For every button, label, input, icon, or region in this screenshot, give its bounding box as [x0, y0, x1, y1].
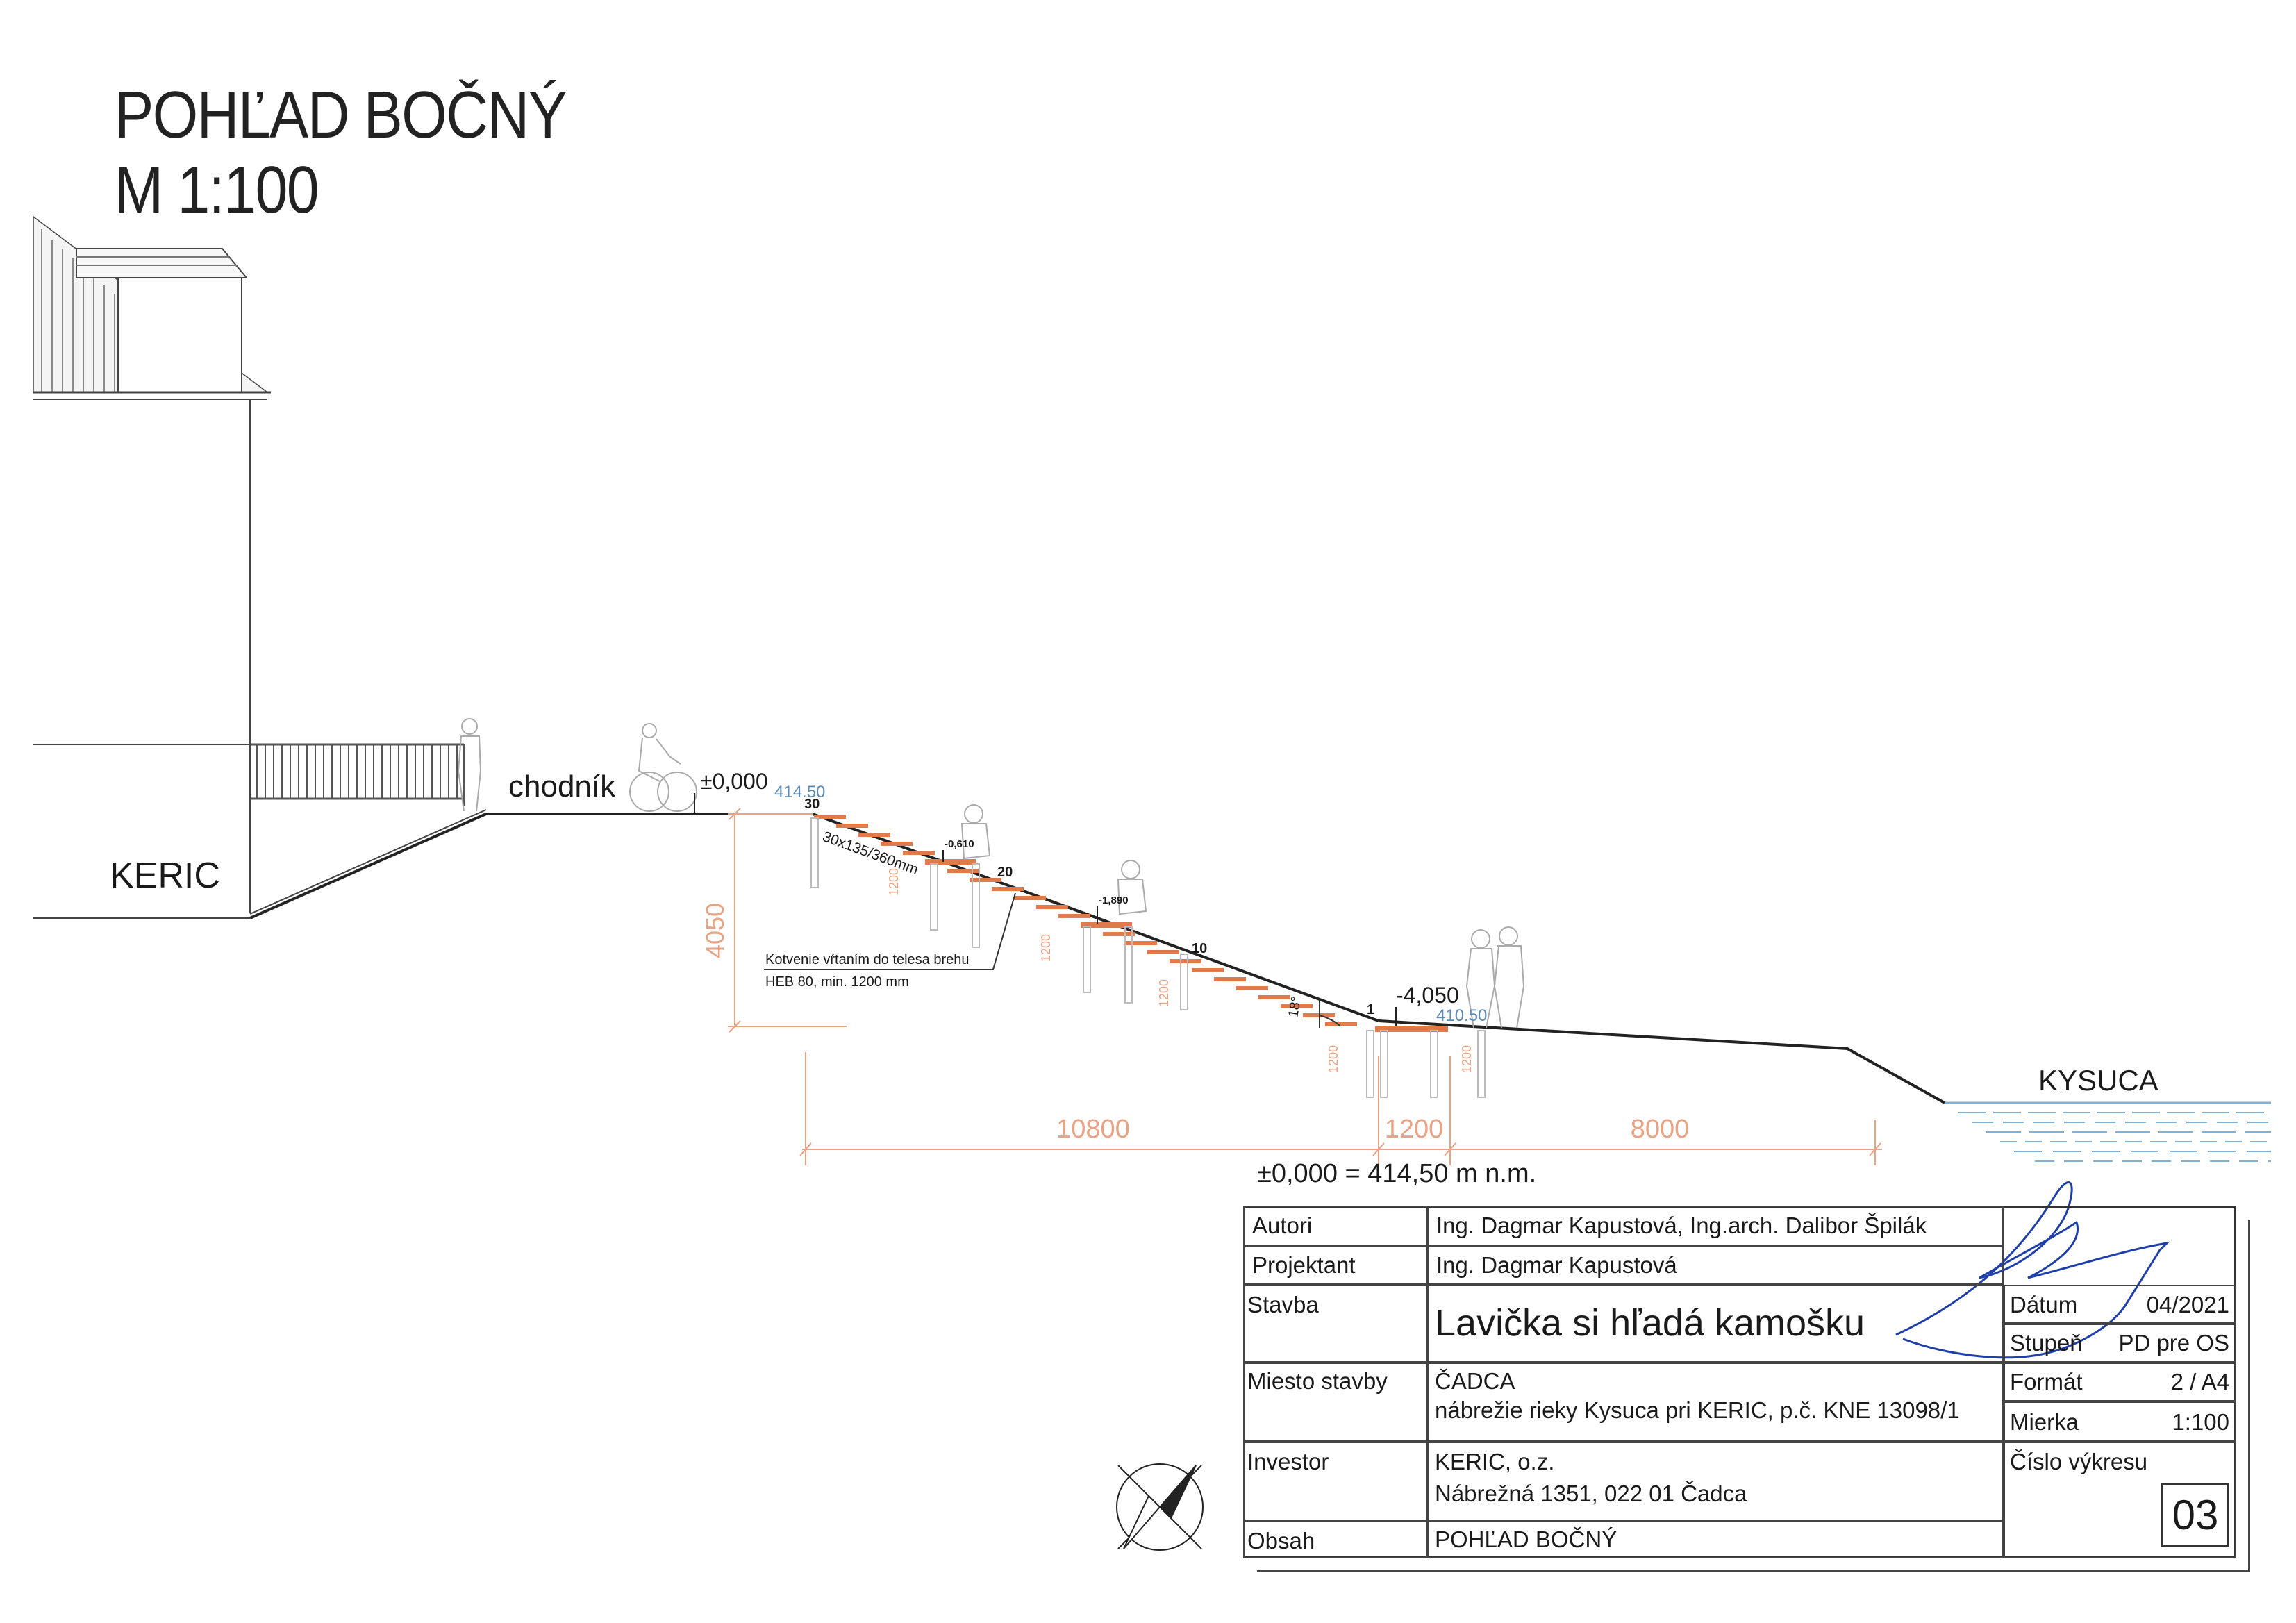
designer-value: Ing. Dagmar Kapustová	[1436, 1252, 1677, 1278]
step-number-1: 1	[1367, 1002, 1374, 1017]
meta-date-cell	[2004, 1285, 2236, 1324]
scale-label: Mierka	[2010, 1409, 2079, 1435]
railing	[251, 743, 465, 806]
level-top-absolute: 414.50	[774, 783, 825, 801]
row-authors-value-cell	[1427, 1206, 2004, 1246]
dimension-span-bank: 8000	[1631, 1115, 1690, 1144]
anchor-note-line2: HEB 80, min. 1200 mm	[765, 974, 909, 990]
level-bottom-absolute: 410.50	[1436, 1006, 1487, 1025]
row-content-value-cell	[1427, 1521, 2004, 1558]
level-top-relative: ±0,000	[700, 769, 768, 794]
row-authors-label-cell	[1243, 1206, 1427, 1246]
date-value: 04/2021	[2146, 1292, 2229, 1317]
row-project-value-cell	[1427, 1285, 2004, 1363]
content-value: POHĽAD BOČNÝ	[1435, 1526, 1617, 1552]
person-figures	[457, 718, 1525, 1029]
meta-format-cell	[2004, 1363, 2236, 1401]
investor-value: KERIC, o.z.	[1435, 1449, 1555, 1474]
level-bottom-relative: -4,050	[1396, 983, 1459, 1008]
pile-depth-4: 1200	[1326, 1045, 1340, 1073]
step-number-10: 10	[1192, 941, 1207, 956]
step-number-20: 20	[997, 865, 1013, 880]
person-figure-group	[1465, 926, 1525, 1029]
anchor-note-line1: Kotvenie vŕtaním do telesa brehu	[765, 952, 970, 967]
drawing-scale: M 1:100	[115, 153, 319, 227]
person-figure-railing	[457, 718, 482, 812]
datum-note: ±0,000 = 414,50 m n.m.	[1257, 1159, 1536, 1188]
dimension-span-platform: 1200	[1385, 1115, 1444, 1144]
project-value: Lavička si hľadá kamošku	[1435, 1302, 1865, 1344]
authors-value: Ing. Dagmar Kapustová, Ing.arch. Dalibor…	[1436, 1213, 1927, 1238]
pile-depth-1: 1200	[887, 868, 901, 896]
authors-label: Autori	[1252, 1213, 1313, 1238]
building-label: KERIC	[110, 856, 220, 896]
format-value: 2 / A4	[2170, 1369, 2229, 1395]
row-site-value-cell	[1427, 1363, 2004, 1442]
compass-icon	[1116, 1463, 1204, 1551]
site-label: Miesto stavby	[1247, 1368, 1388, 1394]
level-mid1-relative: -0,610	[945, 838, 974, 850]
pile-depth-5: 1200	[1460, 1045, 1474, 1073]
investor-label: Investor	[1247, 1449, 1329, 1474]
row-investor-value-cell	[1427, 1442, 2004, 1521]
sheet-number: 03	[2161, 1483, 2229, 1547]
angle-label: 18°	[1286, 995, 1304, 1019]
designer-label: Projektant	[1252, 1252, 1356, 1278]
ground-profile	[249, 809, 1945, 1104]
dimension-span-bench: 10800	[1056, 1115, 1130, 1144]
dimension-lines	[728, 808, 1882, 1165]
stage-value: PD pre OS	[2118, 1330, 2229, 1356]
river-water	[1945, 1101, 2271, 1162]
level-markers	[694, 793, 1397, 1026]
anchor-piles	[810, 817, 1486, 1098]
building-keric	[33, 215, 465, 919]
sheet-label: Číslo výkresu	[2010, 1449, 2148, 1474]
site-value: ČADCA	[1435, 1368, 1515, 1394]
scale-value: 1:100	[2172, 1409, 2229, 1435]
pile-depth-3: 1200	[1157, 979, 1171, 1007]
meta-scale-cell	[2004, 1401, 2236, 1442]
signature	[1895, 1181, 2170, 1359]
row-content-label-cell	[1243, 1521, 1427, 1558]
title-block-shadow	[1257, 1220, 2250, 1572]
meta-stage-cell	[2004, 1324, 2236, 1363]
angle-marker	[1319, 1000, 1341, 1028]
date-label: Dátum	[2010, 1292, 2078, 1317]
row-designer-label-cell	[1243, 1246, 1427, 1285]
meta-sheet-cell	[2004, 1442, 2236, 1558]
drawing-title: POHĽAD BOČNÝ	[115, 78, 567, 152]
row-investor-label-cell	[1243, 1442, 1427, 1521]
step-number-30: 30	[804, 797, 820, 812]
row-project-label-cell	[1243, 1285, 1427, 1363]
sidewalk-label: chodník	[508, 769, 616, 804]
row-designer-value-cell	[1427, 1246, 2004, 1285]
person-figure-cyclist	[629, 723, 697, 812]
stage-label: Stupeň	[2010, 1330, 2083, 1356]
dimension-height: 4050	[701, 903, 729, 958]
site-value-detail: nábrežie rieky Kysuca pri KERIC, p.č. KN…	[1435, 1397, 1960, 1423]
content-label: Obsah	[1247, 1528, 1315, 1554]
bench-steps	[814, 815, 1448, 1032]
river-label: KYSUCA	[2038, 1064, 2158, 1097]
investor-address: Nábrežná 1351, 022 01 Čadca	[1435, 1481, 1747, 1506]
row-site-label-cell	[1243, 1363, 1427, 1442]
anchor-leader	[764, 892, 1016, 970]
format-label: Formát	[2010, 1369, 2083, 1395]
drawing-title-block: POHĽAD BOČNÝ M 1:100	[115, 78, 628, 228]
pile-depth-2: 1200	[1039, 934, 1053, 962]
person-figure-sitting-mid	[1117, 860, 1147, 915]
level-mid2-relative: -1,890	[1099, 894, 1129, 906]
project-label: Stavba	[1247, 1292, 1319, 1317]
person-figure-sitting-top	[960, 804, 991, 860]
